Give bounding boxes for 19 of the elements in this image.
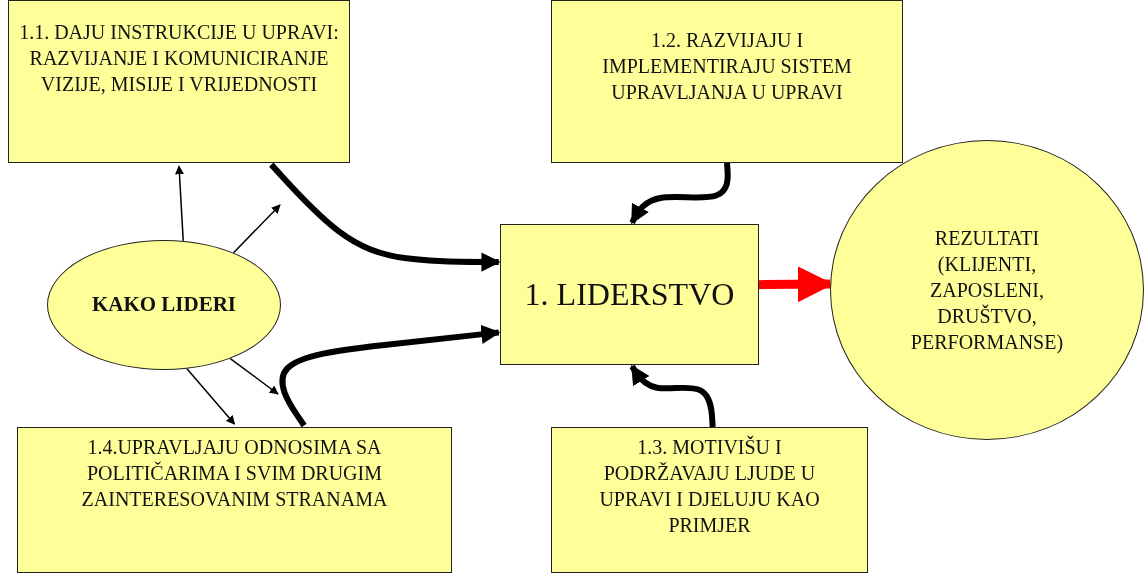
node-label: REZULTATI (KLIJENTI, ZAPOSLENI, DRUŠTVO, PERFORMANSE) xyxy=(909,226,1065,355)
arrow xyxy=(174,165,184,242)
process-box xyxy=(17,427,452,573)
node-label: 1.2. RAZVIJAJU I IMPLEMENTIRAJU SISTEM UPRAVLJANJA U UPRAVI xyxy=(601,28,853,105)
arrow xyxy=(629,364,716,428)
process-box xyxy=(8,0,350,163)
node-label: 1.3. MOTIVIŠU I PODRŽAVAJU LJUDE U UPRAVI I DJELUJU KAO PRIMJER xyxy=(598,434,821,538)
arrow xyxy=(269,162,501,272)
arrow xyxy=(229,357,279,395)
process-box xyxy=(551,427,868,573)
node-label: KAKO LIDERI xyxy=(91,291,237,319)
node-label: 1. LIDERSTVO xyxy=(524,274,735,314)
node-label: 1.1. DAJU INSTRUKCIJE U UPRAVI: RAZVIJANJE I KOMUNICIRANJE VIZIJE, MISIJE I VRIJEDNOSTI xyxy=(19,20,339,97)
arrow xyxy=(279,324,501,428)
node-label: 1.4.UPRAVLJAJU ODNOSIMA SA POLITIČARIMA I SVIM DRUGIM ZAINTERESOVANIM STRANAMA xyxy=(80,435,389,512)
process-box xyxy=(551,0,903,163)
process-box xyxy=(500,224,759,365)
arrow xyxy=(186,368,236,425)
arrow xyxy=(232,204,281,254)
